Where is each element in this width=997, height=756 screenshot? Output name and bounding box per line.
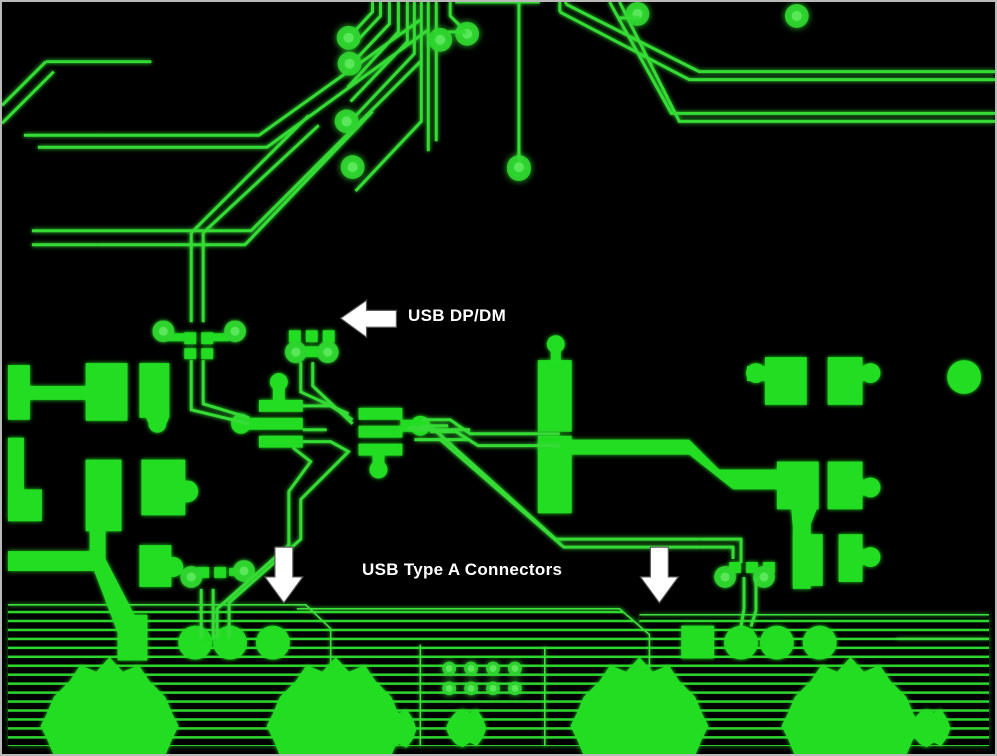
pad-l-b2 [7, 499, 42, 522]
left-power-pads [7, 363, 199, 661]
small-passive-pads [152, 320, 775, 588]
pad-r-tall-1 [537, 360, 572, 432]
th-pad-r3 [802, 625, 837, 660]
signal-traces [2, 2, 995, 639]
via-stitch-array [442, 661, 522, 696]
th-pad-r0-square [681, 625, 715, 659]
trace-l-a [7, 385, 98, 400]
cmp-r-via-bottom [369, 460, 388, 479]
isolated-vias [334, 2, 809, 182]
pad-r-a2 [827, 357, 863, 405]
cmp-r-pad3 [358, 443, 403, 456]
trace-l-vert [89, 479, 106, 571]
th-pad-r1 [724, 625, 758, 660]
power-trace-down [790, 504, 819, 589]
cmp-r-pad2 [358, 425, 403, 438]
cmp-l-via-top [269, 373, 288, 391]
cmp-l-pad3 [258, 435, 303, 448]
right-pads [537, 357, 982, 589]
cmp-l-pad2 [258, 417, 303, 430]
pad-r-b2 [827, 461, 863, 510]
via-stub-traces [448, 2, 640, 162]
cmp-r-pad1 [358, 407, 403, 420]
pad-l-c1 [7, 551, 90, 571]
th-pad-r2 [759, 625, 794, 660]
power-trace-main [537, 439, 799, 490]
pad-r-round-iso [947, 360, 982, 394]
connector-through-hole-pads [178, 625, 837, 660]
trace-l-diag [89, 559, 138, 633]
th-pad-l2 [213, 625, 248, 660]
cmp-l-via-left [231, 413, 251, 434]
pad-r-a1 [764, 357, 807, 405]
th-pad-l3 [255, 625, 290, 660]
pad-l-a2 [85, 363, 128, 421]
cmp-l-pad1 [258, 399, 303, 412]
pad-l-c2 [117, 614, 148, 661]
pad-l-a3-round [148, 414, 167, 433]
misc-stubs [546, 335, 565, 365]
pad-l-b1 [7, 437, 24, 498]
th-pad-l1 [178, 625, 213, 660]
pad-r-c2 [838, 534, 863, 582]
pad-l-a3 [139, 363, 170, 418]
